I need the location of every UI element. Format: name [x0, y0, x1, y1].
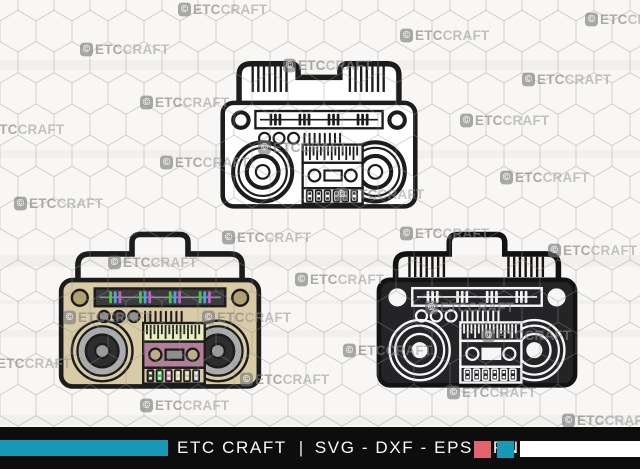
etccraft-watermark: ©ETCCRAFT [0, 122, 64, 138]
copyright-icon: © [14, 196, 27, 211]
etccraft-watermark: ©ETCCRAFT [500, 169, 590, 186]
footer-teal-square [497, 440, 514, 458]
copyright-icon: © [500, 170, 513, 185]
boombox-outline-graphic [220, 61, 418, 209]
etccraft-watermark: ©ETCCRAFT [400, 27, 490, 44]
etccraft-watermark: ©ETCCRAFT [178, 1, 268, 18]
copyright-icon: © [562, 413, 575, 428]
etccraft-watermark: ©ETCCRAFT [585, 11, 640, 28]
copyright-icon: © [460, 113, 473, 128]
copyright-icon: © [585, 12, 598, 27]
watermark-text: ETCCRAFT [600, 11, 640, 28]
footer-teal-bar [0, 440, 168, 456]
etccraft-watermark: ©ETCCRAFT [522, 71, 612, 88]
etccraft-watermark: ©ETCCRAFT [140, 397, 230, 414]
etccraft-watermark: ©ETCCRAFT [14, 195, 104, 212]
boombox-colored-graphic [58, 231, 262, 389]
footer-red-square [474, 440, 491, 458]
copyright-icon: © [140, 95, 153, 110]
footer-white-bar [520, 441, 640, 457]
etccraft-watermark: ©ETCCRAFT [80, 41, 170, 58]
watermark-text: ETCCRAFT [155, 397, 230, 414]
watermark-text: ETCCRAFT [29, 195, 104, 212]
boombox-outline [210, 50, 428, 212]
wood-grain-streak [0, 415, 640, 425]
watermark-text: ETCCRAFT [95, 41, 170, 58]
boombox-silhouette-graphic [376, 231, 578, 388]
copyright-icon: © [295, 272, 308, 287]
copyright-icon: © [178, 2, 191, 17]
etccraft-watermark: ©ETCCRAFT [562, 412, 640, 429]
watermark-text: ETCCRAFT [475, 112, 550, 129]
footer-brand: ETC CRAFT [177, 438, 287, 457]
watermark-text: ETCCRAFT [577, 412, 640, 429]
watermark-text: ETCCRAFT [0, 121, 65, 138]
watermark-text: ETCCRAFT [415, 27, 490, 44]
copyright-icon: © [522, 72, 535, 87]
copyright-icon: © [140, 398, 153, 413]
watermark-text: ETCCRAFT [515, 169, 590, 186]
footer-bar: ETC CRAFT | SVG - DXF - EPS - PNG [0, 427, 640, 469]
etccraft-watermark: ©ETCCRAFT [460, 112, 550, 129]
watermark-text: ETCCRAFT [537, 71, 612, 88]
boombox-colored [48, 226, 272, 392]
watermark-text: ETCCRAFT [193, 1, 268, 18]
footer-separator: | [298, 438, 305, 457]
boombox-silhouette [366, 226, 588, 391]
copyright-icon: © [343, 343, 356, 358]
copyright-icon: © [80, 42, 93, 57]
copyright-icon: © [400, 28, 413, 43]
copyright-icon: © [160, 155, 173, 170]
